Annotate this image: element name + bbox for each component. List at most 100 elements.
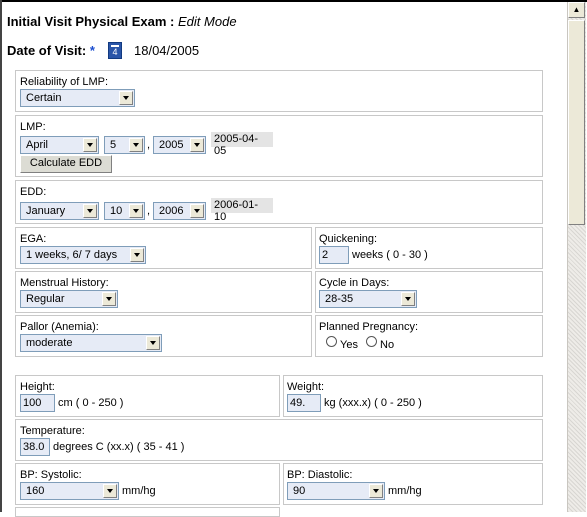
lmp-reliability-select[interactable]: Certain bbox=[20, 89, 135, 107]
scrollbar-thumb[interactable] bbox=[568, 20, 585, 225]
cycle-days-section bbox=[315, 271, 543, 313]
pallor-value: moderate bbox=[26, 337, 73, 349]
bp-diastolic-select[interactable]: 90 bbox=[287, 482, 385, 500]
bp-systolic-section bbox=[15, 463, 280, 505]
chevron-down-icon[interactable] bbox=[130, 248, 144, 262]
lmp-year-value: 2005 bbox=[159, 139, 184, 151]
bp-systolic-label: BP: Systolic: bbox=[20, 469, 82, 481]
ega-section bbox=[15, 227, 312, 269]
chevron-down-icon[interactable] bbox=[146, 336, 160, 350]
lmp-reliability-label: Reliability of LMP: bbox=[20, 76, 109, 88]
scroll-up-arrow-icon[interactable]: ▲ bbox=[568, 2, 585, 18]
planned-pregnancy-yes-radio[interactable] bbox=[326, 336, 337, 347]
bp-systolic-unit: mm/hg bbox=[122, 485, 156, 497]
chevron-down-icon[interactable] bbox=[190, 138, 204, 152]
quickening-input[interactable]: 2 bbox=[319, 246, 349, 264]
chevron-down-icon[interactable] bbox=[102, 292, 116, 306]
planned-pregnancy-no-label: No bbox=[380, 339, 395, 351]
weight-value: 49. bbox=[290, 397, 306, 409]
quickening-section bbox=[315, 227, 543, 269]
menstrual-history-section bbox=[15, 271, 312, 313]
lmp-computed-date: 2005-04-05 bbox=[211, 132, 273, 157]
calendar-icon[interactable]: 4 bbox=[108, 42, 122, 59]
weight-input[interactable]: 49. bbox=[287, 394, 321, 412]
cycle-days-label: Cycle in Days: bbox=[319, 277, 390, 289]
chevron-down-icon[interactable] bbox=[129, 138, 143, 152]
chevron-down-icon[interactable] bbox=[129, 204, 143, 218]
temperature-value: 38.0 bbox=[23, 441, 45, 453]
cycle-days-value: 28-35 bbox=[325, 293, 354, 305]
height-section bbox=[15, 375, 280, 417]
menstrual-history-label: Menstrual History: bbox=[20, 277, 109, 289]
height-input[interactable]: 100 bbox=[20, 394, 55, 412]
lmp-year-select[interactable]: 2005 bbox=[153, 136, 206, 154]
planned-pregnancy-label: Planned Pregnancy: bbox=[319, 321, 419, 333]
bp-diastolic-label: BP: Diastolic: bbox=[287, 469, 353, 481]
window-top-border bbox=[0, 0, 587, 2]
planned-pregnancy-section bbox=[315, 315, 543, 357]
cycle-days-select[interactable]: 28-35 bbox=[319, 290, 417, 308]
chevron-down-icon[interactable] bbox=[369, 484, 383, 498]
edd-day-value: 10 bbox=[110, 205, 123, 217]
height-unit: cm ( 0 - 250 ) bbox=[58, 397, 124, 409]
height-label: Height: bbox=[20, 381, 55, 393]
bp-diastolic-section bbox=[283, 463, 543, 505]
menstrual-history-select[interactable]: Regular bbox=[20, 290, 118, 308]
ega-select[interactable]: 1 weeks, 6/ 7 days bbox=[20, 246, 146, 264]
lmp-month-select[interactable]: April bbox=[20, 136, 99, 154]
planned-pregnancy-no-radio[interactable] bbox=[366, 336, 377, 347]
calculate-edd-button[interactable]: Calculate EDD bbox=[20, 155, 112, 173]
chevron-down-icon[interactable] bbox=[401, 292, 415, 306]
ega-value: 1 weeks, 6/ 7 days bbox=[26, 249, 118, 261]
chevron-down-icon[interactable] bbox=[190, 204, 204, 218]
weight-section bbox=[283, 375, 543, 417]
date-of-visit-text: Date of Visit: bbox=[7, 43, 87, 58]
chevron-down-icon[interactable] bbox=[103, 484, 117, 498]
temperature-section bbox=[15, 419, 543, 461]
lmp-reliability-value: Certain bbox=[26, 92, 62, 104]
chevron-down-icon[interactable] bbox=[83, 138, 97, 152]
planned-pregnancy-yes-label: Yes bbox=[340, 339, 358, 351]
lmp-day-value: 5 bbox=[110, 139, 117, 151]
quickening-label: Quickening: bbox=[319, 233, 378, 245]
edd-label: EDD: bbox=[20, 186, 47, 198]
quickening-unit: weeks ( 0 - 30 ) bbox=[352, 249, 428, 261]
lmp-comma: , bbox=[147, 139, 151, 151]
bp-diastolic-value: 90 bbox=[293, 485, 306, 497]
window-left-border bbox=[0, 0, 2, 512]
pallor-section bbox=[15, 315, 312, 357]
temperature-input[interactable]: 38.0 bbox=[20, 438, 50, 456]
chevron-down-icon[interactable] bbox=[119, 91, 133, 105]
edd-section bbox=[15, 180, 543, 224]
bp-systolic-value: 160 bbox=[26, 485, 45, 497]
lmp-section bbox=[15, 115, 543, 177]
pallor-label: Pallor (Anemia): bbox=[20, 321, 99, 333]
edd-year-value: 2006 bbox=[159, 205, 184, 217]
edd-computed-date: 2006-01-10 bbox=[211, 198, 273, 223]
temperature-label: Temperature: bbox=[20, 425, 85, 437]
lmp-label: LMP: bbox=[20, 121, 46, 133]
bp-diastolic-unit: mm/hg bbox=[388, 485, 422, 497]
edd-comma: , bbox=[147, 205, 151, 217]
date-of-visit-value: 18/04/2005 bbox=[134, 43, 200, 58]
lmp-reliability-section bbox=[15, 70, 543, 112]
edd-month-select[interactable]: January bbox=[20, 202, 99, 220]
required-asterisk: * bbox=[89, 43, 95, 58]
page-mode: Edit Mode bbox=[178, 14, 237, 29]
page-title-text: Initial Visit Physical Exam : bbox=[7, 14, 175, 29]
edd-year-select[interactable]: 2006 bbox=[153, 202, 206, 220]
ega-label: EGA: bbox=[20, 233, 47, 245]
next-row-section bbox=[15, 507, 280, 517]
weight-label: Weight: bbox=[287, 381, 325, 393]
edd-month-value: January bbox=[26, 205, 66, 217]
edd-day-select[interactable]: 10 bbox=[104, 202, 145, 220]
lmp-month-value: April bbox=[26, 139, 49, 151]
temperature-unit: degrees C (xx.x) ( 35 - 41 ) bbox=[53, 441, 185, 453]
menstrual-history-value: Regular bbox=[26, 293, 65, 305]
lmp-day-select[interactable]: 5 bbox=[104, 136, 145, 154]
chevron-down-icon[interactable] bbox=[83, 204, 97, 218]
pallor-select[interactable]: moderate bbox=[20, 334, 162, 352]
vertical-scrollbar[interactable]: ▲ bbox=[567, 2, 586, 512]
date-of-visit-label: Date of Visit: * bbox=[7, 43, 95, 58]
bp-systolic-select[interactable]: 160 bbox=[20, 482, 119, 500]
